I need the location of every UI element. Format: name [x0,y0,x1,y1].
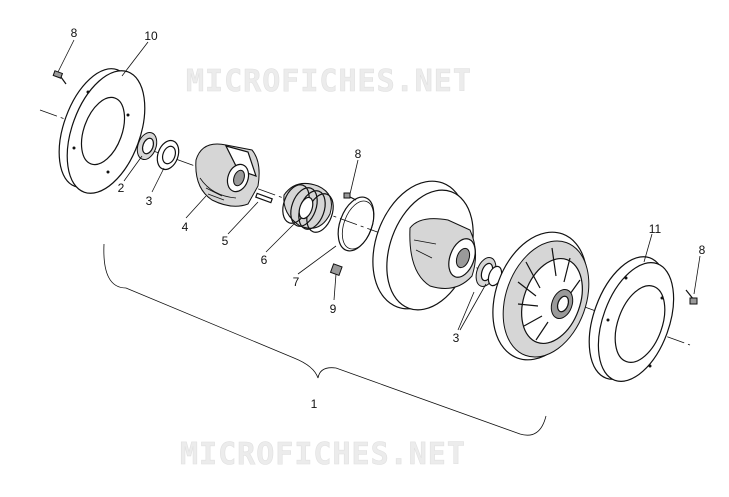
callout-8-right: 8 [699,243,706,257]
callout-2: 2 [118,181,125,195]
screw-8-right [685,289,698,305]
watermark-top: MICROFICHES.NET [186,64,472,99]
fixed-sheave [372,180,476,311]
callout-3-left: 3 [146,194,153,208]
screw-8-middle [343,192,357,201]
callout-8-left: 8 [71,26,78,40]
callout-10: 10 [144,29,158,43]
callout-8-middle: 8 [355,147,362,161]
cover-plate-11 [588,256,675,382]
callout-9: 9 [330,302,337,316]
spider-hub-4 [195,143,260,207]
bolt-9 [329,263,343,277]
moveable-sheave [492,231,590,361]
callout-5: 5 [222,234,229,248]
assembly-bracket [103,243,547,436]
pin-5 [255,192,273,204]
callout-6: 6 [261,253,268,267]
ring-7 [337,196,375,252]
bushing-2 [136,131,158,161]
callout-3-right: 3 [453,331,460,345]
screw-8-left [52,70,67,85]
callout-11: 11 [649,222,662,236]
watermark-bottom: MICROFICHES.NET [180,437,466,472]
callout-7: 7 [293,275,300,289]
callout-4: 4 [182,220,189,234]
callout-1: 1 [311,397,318,411]
washer-3-left [156,139,180,171]
spring-6 [282,183,334,233]
cover-plate-10 [58,68,146,194]
leader-lines [57,39,701,331]
